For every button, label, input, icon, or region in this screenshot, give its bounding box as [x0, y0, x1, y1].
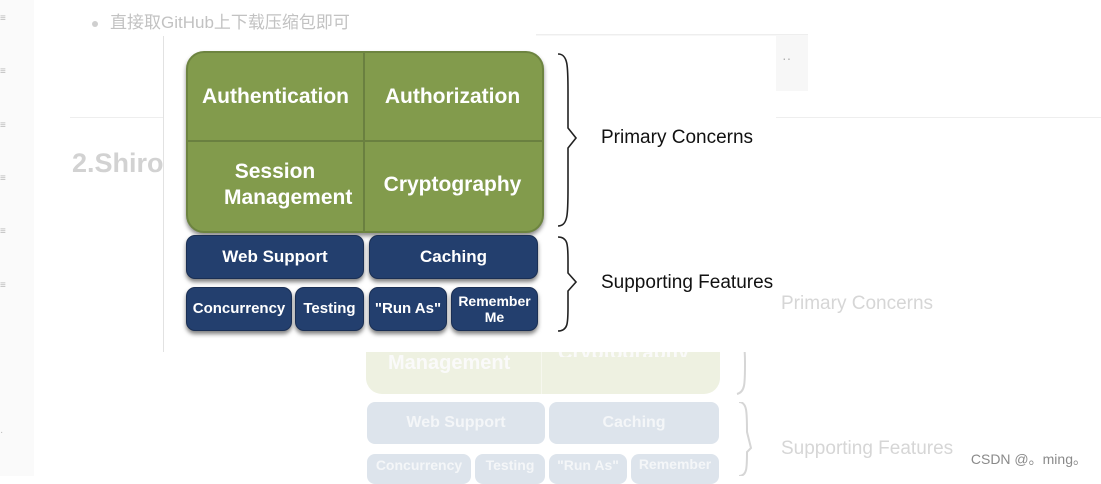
- caching-box: Caching: [369, 235, 538, 279]
- shiro-feature-diagram: Authentication Authorization Session Man…: [163, 36, 776, 352]
- cell-cryptography: Cryptography: [383, 173, 522, 196]
- ghost-web-support: Web Support: [367, 402, 545, 444]
- cell-authorization: Authorization: [384, 85, 521, 108]
- ghost-primary-label: Primary Concerns: [781, 293, 934, 314]
- primary-brace-icon: [557, 53, 578, 227]
- left-gutter: ≡ ≡ ≡ ≡ ≡ ≡ ·: [0, 0, 34, 476]
- ghost-testing: Testing: [475, 454, 545, 484]
- cell-divider: [188, 140, 542, 142]
- concurrency-box: Concurrency: [186, 287, 292, 331]
- watermark: CSDN @。ming。: [970, 451, 1087, 467]
- primary-concerns-label: Primary Concerns: [601, 127, 754, 148]
- bullet-item: 直接取GitHub上下载压缩包即可: [92, 8, 350, 33]
- ghost-management: Management: [388, 352, 511, 374]
- section-heading: 2.Shiro: [72, 148, 164, 178]
- gutter-marker: ·: [0, 427, 4, 438]
- ghost-supporting-label: Supporting Features: [781, 438, 954, 459]
- cell-divider: [363, 53, 365, 231]
- ghost-run-as: "Run As": [549, 454, 627, 484]
- bullet-text: 直接取GitHub上下载压缩包即可: [110, 13, 350, 32]
- supporting-brace-icon: [557, 236, 578, 332]
- ghost-caching: Caching: [549, 402, 719, 444]
- cell-session-management: Session Management: [224, 160, 353, 209]
- bullet-dot: [92, 20, 98, 27]
- web-support-box: Web Support: [186, 235, 364, 279]
- cell-authentication: Authentication: [202, 85, 349, 108]
- gutter-marker: ≡: [0, 226, 6, 237]
- ghost-remember: Remember: [631, 454, 719, 484]
- run-as-box: "Run As": [369, 287, 447, 331]
- gutter-marker: ≡: [0, 173, 6, 184]
- gutter-marker: ≡: [0, 66, 6, 77]
- remember-me-box: Remember Me: [451, 287, 538, 331]
- code-ellipsis: ··: [782, 50, 792, 66]
- ghost-brace-icon: [738, 402, 753, 476]
- supporting-features-label: Supporting Features: [601, 272, 774, 293]
- gutter-marker: ≡: [0, 120, 6, 131]
- ghost-divider: [541, 338, 542, 394]
- testing-box: Testing: [295, 287, 364, 331]
- gutter-marker: ≡: [0, 280, 6, 291]
- gutter-marker: ≡: [0, 13, 6, 24]
- primary-concerns-box: Authentication Authorization Session Man…: [186, 51, 544, 233]
- ghost-concurrency: Concurrency: [367, 454, 471, 484]
